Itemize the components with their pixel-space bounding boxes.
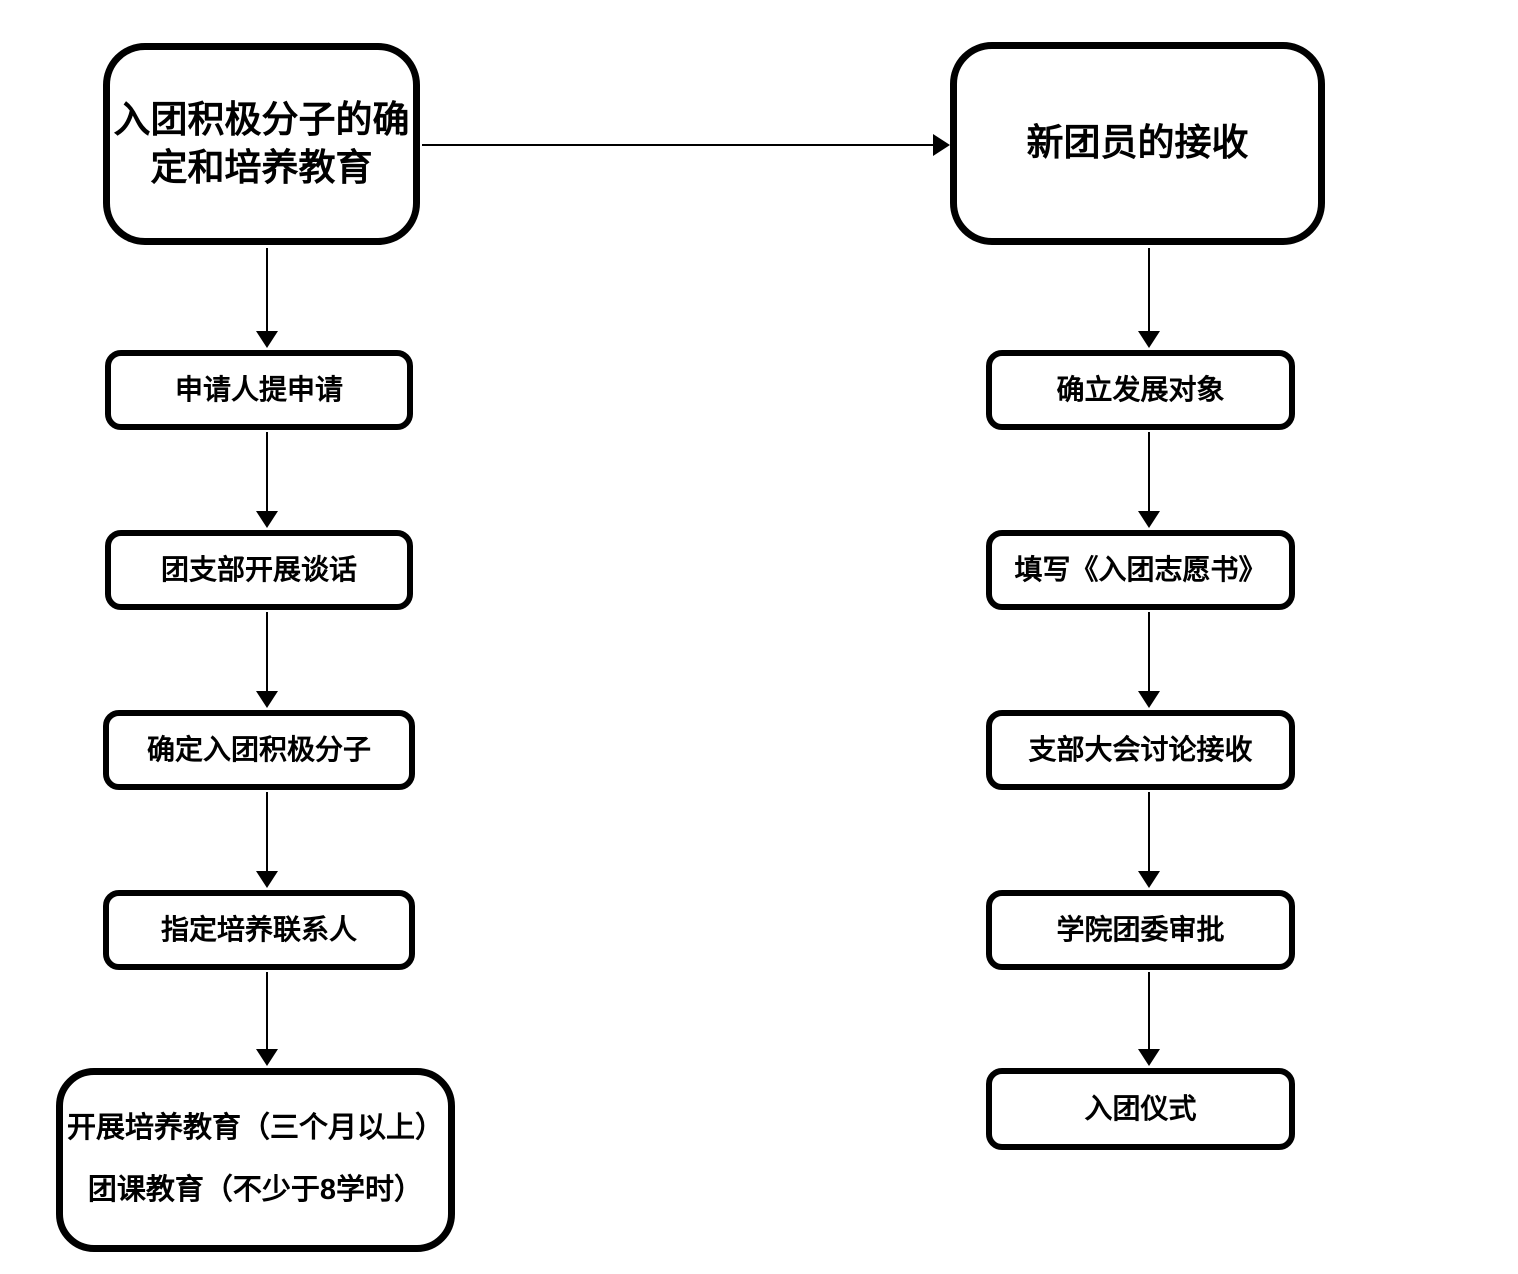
node-label: 指定培养联系人: [160, 913, 357, 945]
node-label: 支部大会讨论接收: [1028, 733, 1253, 765]
node-label: 申请人提申请: [174, 373, 343, 405]
node-label: 入团仪式: [1084, 1092, 1197, 1124]
arrowhead-icon: [1138, 511, 1160, 528]
node-submit-application: 申请人提申请: [105, 350, 413, 430]
arrow-down-icon: [1138, 792, 1160, 888]
arrow-shaft: [1147, 248, 1150, 333]
arrow-down-icon: [256, 432, 278, 528]
node-label-line: 入团积极分子的确: [113, 98, 410, 140]
arrow-down-icon: [256, 248, 278, 348]
node-fill-volunteer-form: 填写《入团志愿书》: [986, 530, 1295, 610]
node-label: 学院团委审批: [1056, 913, 1225, 945]
arrow-shaft: [265, 612, 268, 693]
node-label: 确立发展对象: [1056, 373, 1225, 405]
arrow-shaft: [1147, 792, 1150, 873]
arrowhead-icon: [256, 331, 278, 348]
node-determine-activists: 确定入团积极分子: [103, 710, 415, 790]
arrow-shaft: [1147, 612, 1150, 693]
arrow-down-icon: [256, 972, 278, 1066]
arrow-shaft: [1147, 432, 1150, 513]
node-training-education: 开展培养教育（三个月以上） 团课教育（不少于8学时）: [56, 1068, 455, 1252]
node-label-line: 团课教育（不少于8学时）: [87, 1174, 424, 1206]
arrowhead-icon: [1138, 871, 1160, 888]
arrowhead-icon: [1138, 1049, 1160, 1066]
arrowhead-icon: [1138, 331, 1160, 348]
node-branch-talk: 团支部开展谈话: [105, 530, 413, 610]
node-label: 填写《入团志愿书》: [1014, 553, 1267, 585]
arrowhead-icon: [1138, 691, 1160, 708]
node-label: 新团员的接收: [1026, 122, 1249, 164]
node-label: 确定入团积极分子: [146, 733, 371, 765]
node-new-member-admission: 新团员的接收: [950, 42, 1325, 245]
arrow-shaft: [265, 792, 268, 873]
arrow-down-icon: [1138, 432, 1160, 528]
arrow-shaft: [265, 432, 268, 513]
arrow-down-icon: [256, 792, 278, 888]
arrow-down-icon: [1138, 612, 1160, 708]
arrowhead-icon: [256, 871, 278, 888]
node-candidate-determination-training: 入团积极分子的确 定和培养教育: [103, 43, 420, 245]
arrow-down-icon: [1138, 248, 1160, 348]
node-label-line: 开展培养教育（三个月以上）: [66, 1112, 444, 1145]
arrowhead-icon: [256, 1049, 278, 1066]
node-label-line: 定和培养教育: [150, 147, 373, 188]
node-assign-contact-person: 指定培养联系人: [103, 890, 415, 970]
arrow-shaft: [1147, 972, 1150, 1051]
arrow-shaft: [265, 972, 268, 1051]
node-college-committee-approval: 学院团委审批: [986, 890, 1295, 970]
arrow-down-icon: [1138, 972, 1160, 1066]
arrow-shaft: [422, 143, 935, 146]
arrowhead-icon: [256, 691, 278, 708]
arrowhead-icon: [933, 134, 950, 156]
node-branch-meeting-discussion: 支部大会讨论接收: [986, 710, 1295, 790]
node-establish-development-target: 确立发展对象: [986, 350, 1295, 430]
node-label: 团支部开展谈话: [160, 553, 357, 585]
arrow-right-icon: [422, 134, 950, 156]
node-admission-ceremony: 入团仪式: [986, 1068, 1295, 1150]
arrow-down-icon: [256, 612, 278, 708]
arrowhead-icon: [256, 511, 278, 528]
arrow-shaft: [265, 248, 268, 333]
